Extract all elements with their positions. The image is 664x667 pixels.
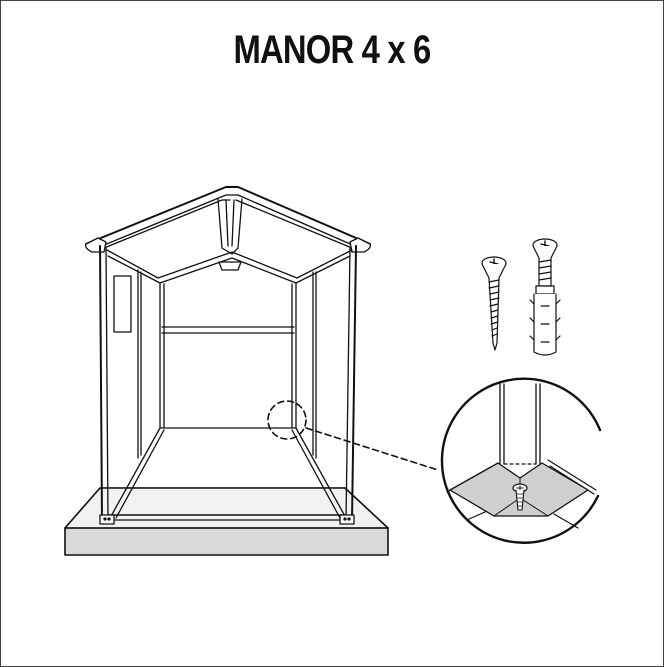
detail-magnifier-icon [440,377,602,544]
screw-with-anchor-icon [529,238,561,356]
page-title: MANOR 4 x 6 [233,28,432,72]
shed-icon [84,186,372,525]
base-platform-icon [64,487,389,556]
screw-icon [481,256,507,351]
detail-callout-marker-icon [267,400,439,471]
